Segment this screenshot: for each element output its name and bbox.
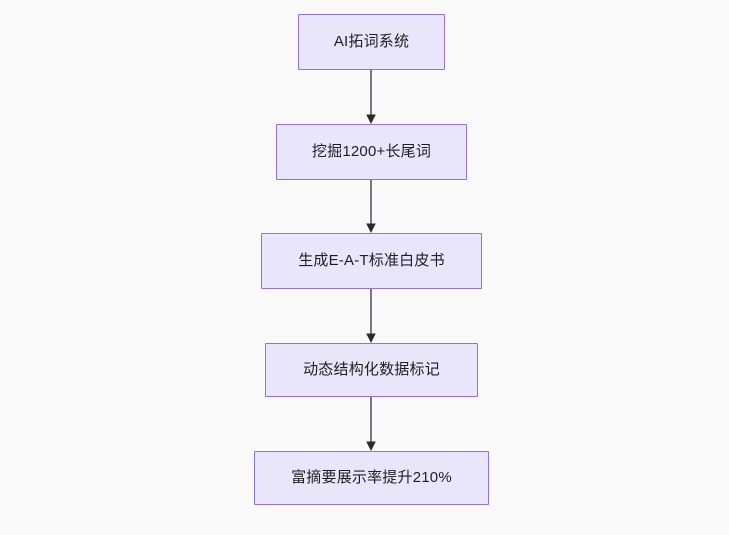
flow-node-label: 挖掘1200+长尾词 [311, 143, 432, 160]
flow-node-longtail-keywords[interactable]: 挖掘1200+长尾词 [276, 124, 467, 180]
flow-node-label: 动态结构化数据标记 [303, 361, 440, 378]
edge-n1-n2 [366, 70, 376, 124]
flow-node-label: AI拓词系统 [333, 33, 410, 50]
edge-n3-n4 [366, 289, 376, 343]
edge-n4-n5 [366, 397, 376, 451]
edge-n2-n3 [366, 180, 376, 233]
flow-node-structured-data-markup[interactable]: 动态结构化数据标记 [265, 343, 478, 397]
flow-node-label: 富摘要展示率提升210% [291, 469, 452, 486]
flow-node-label: 生成E-A-T标准白皮书 [298, 252, 445, 269]
flow-node-rich-snippet-result[interactable]: 富摘要展示率提升210% [254, 451, 489, 505]
flow-node-eat-whitepaper[interactable]: 生成E-A-T标准白皮书 [261, 233, 482, 289]
flow-node-ai-keyword-system[interactable]: AI拓词系统 [298, 14, 445, 70]
